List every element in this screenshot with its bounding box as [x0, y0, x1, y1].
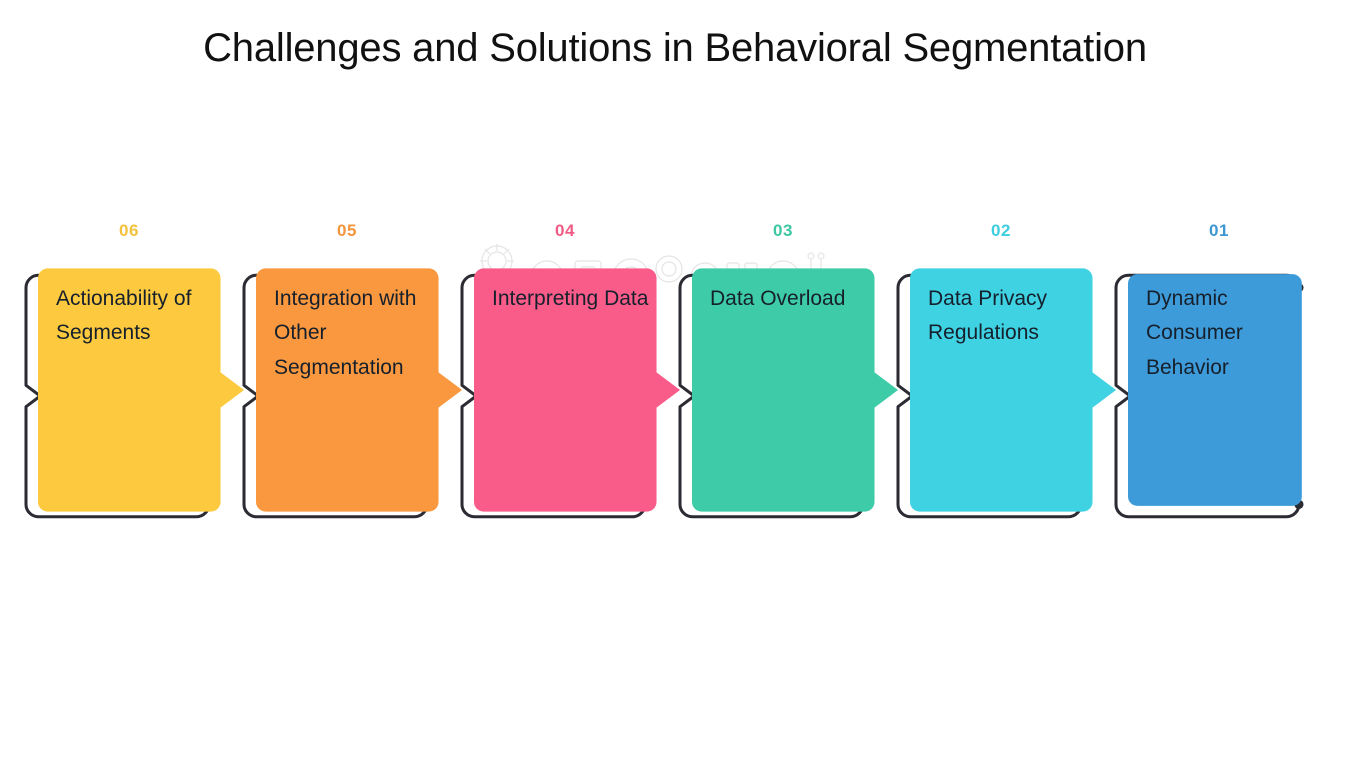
step-number: 01 — [1209, 221, 1229, 240]
step-label: Actionability of Segments — [56, 287, 192, 345]
step-card[interactable] — [692, 266, 902, 514]
step-label: Interpreting Data — [492, 287, 649, 310]
step-card[interactable] — [38, 266, 248, 514]
step-card[interactable] — [910, 266, 1120, 514]
step-number: 05 — [337, 221, 357, 240]
step-number: 02 — [991, 221, 1011, 240]
step-label: Data Privacy Regulations — [928, 287, 1048, 345]
step-number: 06 — [119, 221, 139, 240]
step-card[interactable] — [474, 266, 684, 514]
step-label: Integration with Other Segmentation — [274, 287, 417, 379]
step-label: Dynamic Consumer Behavior — [1146, 287, 1243, 379]
step-card[interactable] — [1128, 266, 1328, 514]
page-title: Challenges and Solutions in Behavioral S… — [203, 26, 1147, 70]
step-number: 04 — [555, 221, 575, 240]
step-number: 03 — [773, 221, 793, 240]
step-card[interactable] — [256, 266, 466, 514]
step-label: Data Overload — [710, 287, 846, 310]
